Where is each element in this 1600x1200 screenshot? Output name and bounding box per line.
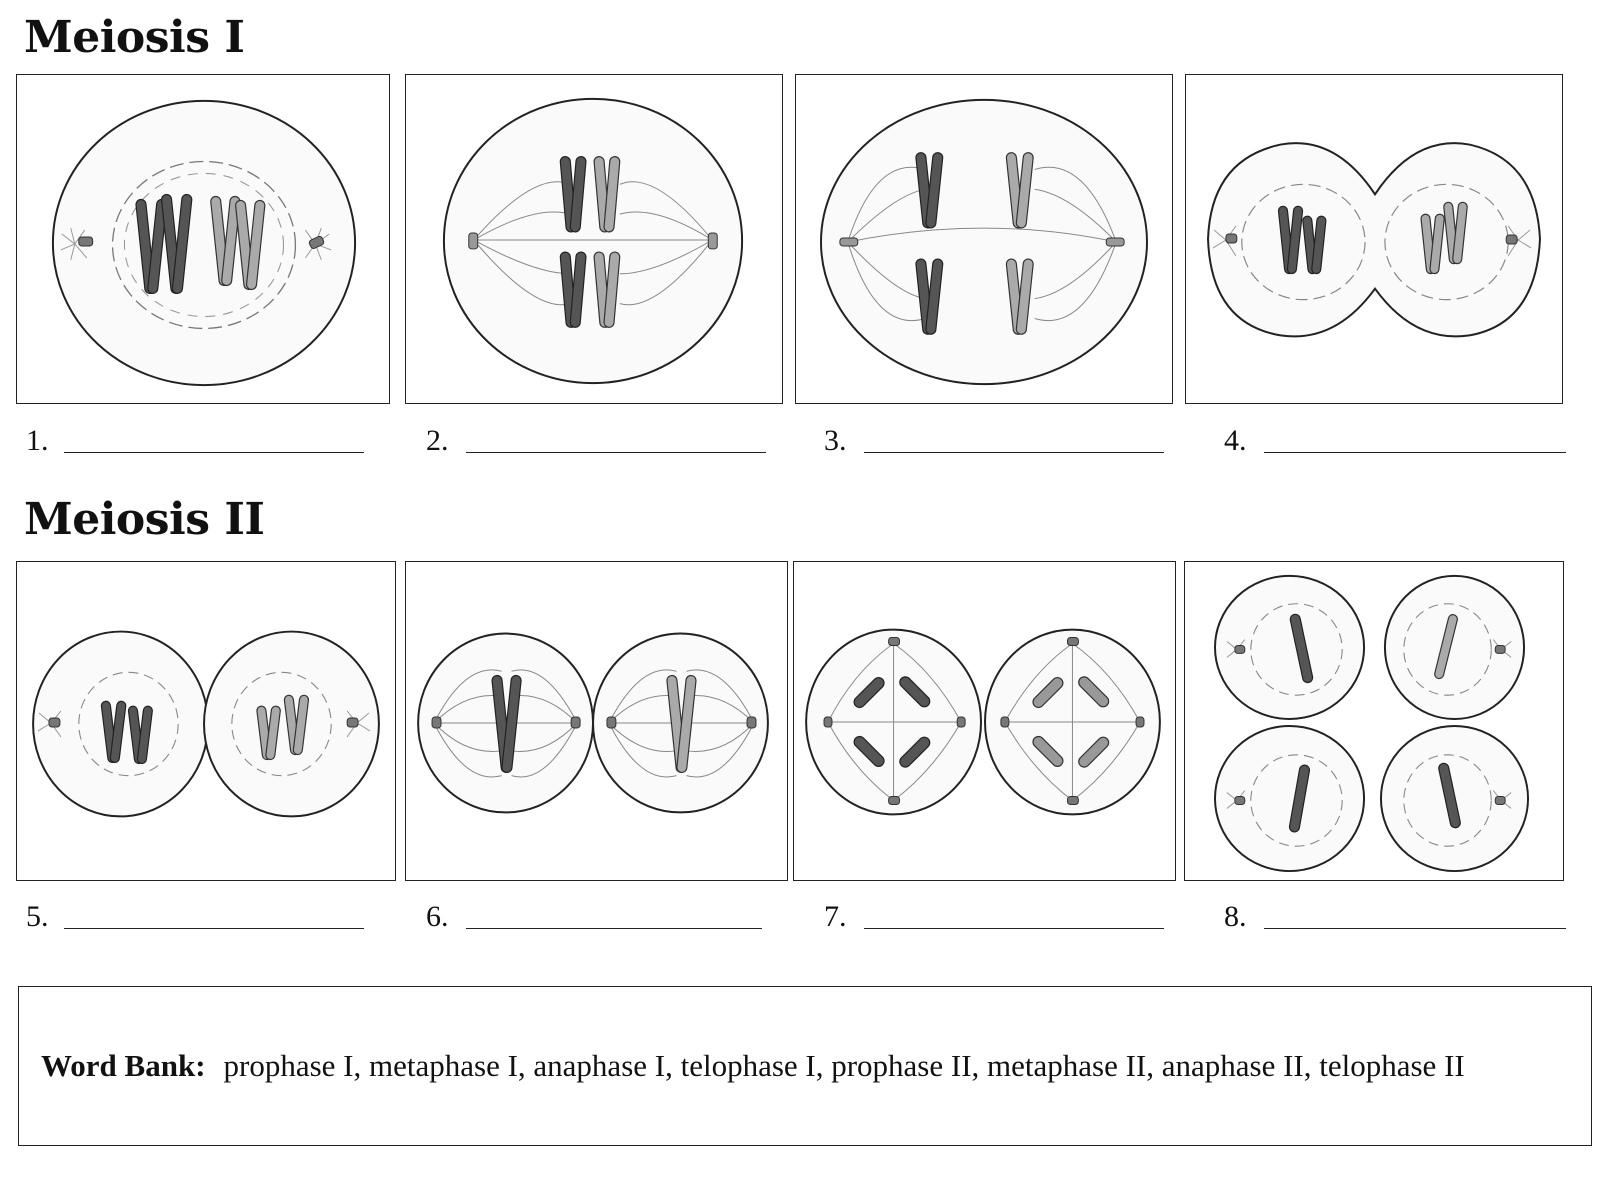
panel-2-metaphase-i-diagram: [405, 74, 783, 404]
answer-number-2: 2.: [426, 424, 449, 457]
answer-blank-6[interactable]: [466, 928, 762, 929]
answer-blank-3[interactable]: [864, 452, 1164, 453]
panel-1-prophase-i-diagram: [16, 74, 390, 404]
meiosis-i-title: Meiosis I: [24, 12, 245, 63]
answer-number-7: 7.: [824, 900, 847, 933]
word-bank-label: Word Bank:: [41, 1048, 206, 1083]
answer-blank-1[interactable]: [64, 452, 364, 453]
panel-4-telophase-i-diagram: [1185, 74, 1563, 404]
answer-blank-8[interactable]: [1264, 928, 1566, 929]
word-bank-terms: prophase I, metaphase I, anaphase I, tel…: [223, 1048, 1465, 1083]
answer-number-4: 4.: [1224, 424, 1247, 457]
panel-3-anaphase-i-diagram: [795, 74, 1173, 404]
panel-5-prophase-ii-diagram: [16, 561, 396, 881]
answer-number-6: 6.: [426, 900, 449, 933]
word-bank-box: Word Bank: prophase I, metaphase I, anap…: [18, 986, 1592, 1146]
answer-number-5: 5.: [26, 900, 49, 933]
answer-number-8: 8.: [1224, 900, 1247, 933]
answer-blank-7[interactable]: [864, 928, 1164, 929]
panel-7-anaphase-ii-diagram: [793, 561, 1176, 881]
meiosis-ii-title: Meiosis II: [24, 494, 265, 545]
answer-blank-5[interactable]: [64, 928, 364, 929]
answer-number-1: 1.: [26, 424, 49, 457]
answer-blank-2[interactable]: [466, 452, 766, 453]
panel-6-metaphase-ii-diagram: [405, 561, 788, 881]
answer-number-3: 3.: [824, 424, 847, 457]
answer-blank-4[interactable]: [1264, 452, 1566, 453]
panel-8-telophase-ii-diagram: [1184, 561, 1564, 881]
